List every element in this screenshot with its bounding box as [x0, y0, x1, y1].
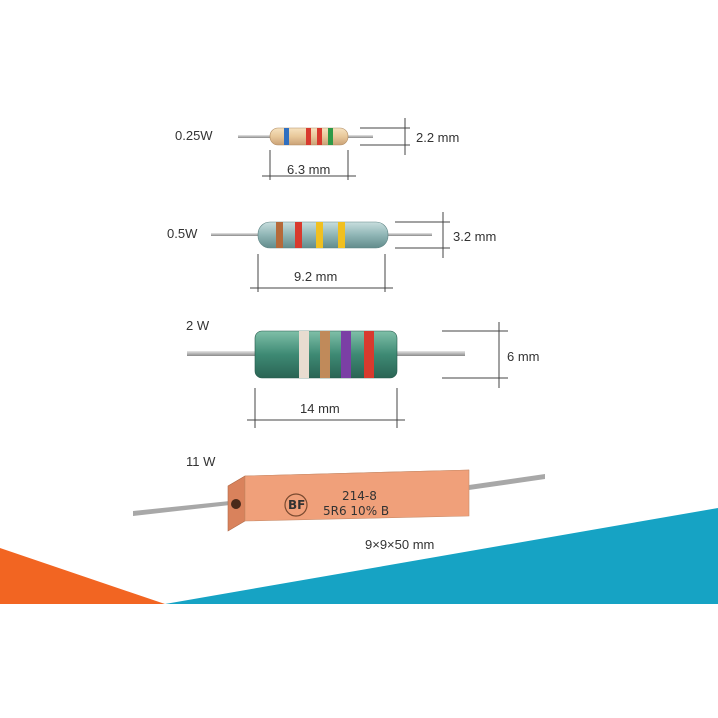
resistor-front-face	[244, 469, 470, 522]
orange-accent-band	[0, 548, 165, 604]
logo-text: BF	[288, 498, 305, 512]
resistor-0.25w: 0.25W 2.2 mm 6.3 mm	[175, 118, 459, 180]
power-label: 0.25W	[175, 128, 213, 143]
diameter-label: 2.2 mm	[416, 130, 459, 145]
marking-line-2: 5R6 10% B	[323, 504, 389, 518]
dimensions-label: 9×9×50 mm	[365, 537, 434, 552]
resistor-2w: 2 W 6 mm 14 mm	[186, 318, 540, 428]
power-label: 0.5W	[167, 226, 198, 241]
diameter-label: 6 mm	[507, 349, 540, 364]
power-label: 11 W	[186, 454, 216, 469]
color-band	[316, 222, 323, 248]
color-band	[306, 128, 311, 145]
color-band	[328, 128, 333, 145]
marking-line-1: 214-8	[342, 489, 377, 503]
diameter-label: 3.2 mm	[453, 229, 496, 244]
lead-left	[211, 233, 263, 236]
color-band	[276, 222, 283, 248]
length-label: 6.3 mm	[287, 162, 330, 177]
color-band	[299, 331, 309, 378]
length-label: 9.2 mm	[294, 269, 337, 284]
lead-right	[455, 474, 545, 492]
power-label: 2 W	[186, 318, 210, 333]
color-band	[320, 331, 330, 378]
lead-right	[343, 135, 373, 138]
resistor-0.5w: 0.5W 3.2 mm 9.2 mm	[167, 212, 496, 292]
lead-left	[238, 135, 275, 138]
lead-left	[133, 501, 230, 516]
teal-accent-band	[165, 508, 718, 604]
length-label: 14 mm	[300, 401, 340, 416]
diameter-dimension	[360, 118, 410, 155]
lead-right	[382, 233, 432, 236]
diameter-dimension	[442, 322, 508, 388]
color-band	[317, 128, 322, 145]
color-band	[364, 331, 374, 378]
lead-hole	[231, 499, 241, 509]
resistor-11w: 11 W BF 214-8 5R6 10% B 9×9×50 mm	[133, 454, 545, 552]
length-dimension	[250, 254, 393, 292]
length-dimension	[247, 388, 405, 428]
color-band	[338, 222, 345, 248]
logo-ring	[284, 493, 308, 517]
lead-left	[187, 351, 257, 356]
length-dimension	[262, 150, 356, 180]
lead-right	[395, 351, 465, 356]
color-band	[341, 331, 351, 378]
diameter-dimension	[395, 212, 450, 258]
color-band	[284, 128, 289, 145]
color-band	[295, 222, 302, 248]
